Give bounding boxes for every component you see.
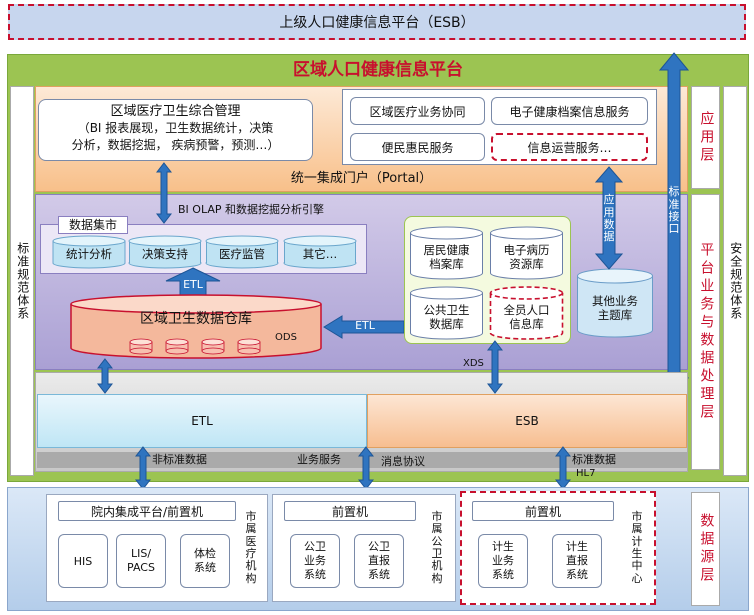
data-warehouse-label: 区域卫生数据仓库 bbox=[140, 311, 252, 327]
app-layer-text: 应用层 bbox=[698, 110, 715, 165]
regional-mgmt-desc-2: 分析，数据挖掘， 疾病预警，预测…） bbox=[71, 138, 280, 152]
mart-other: 其它… bbox=[283, 235, 357, 269]
std-data-label: 标准数据 bbox=[572, 453, 616, 466]
platform-layer-text: 平台业务与数据处理层 bbox=[698, 242, 715, 422]
src-group-family-planning-header: 前置机 bbox=[472, 501, 614, 521]
data-source-layer-label: 数据源层 bbox=[691, 492, 720, 606]
mart-stat-analysis-label: 统计分析 bbox=[66, 246, 112, 261]
src-group-family-planning-side: 市属计生中心 bbox=[631, 510, 643, 585]
mart-decision-support-label: 决策支持 bbox=[142, 246, 188, 261]
service-ehr: 电子健康档案信息服务 bbox=[491, 97, 648, 125]
db-resident-health-label: 居民健康档案库 bbox=[423, 242, 470, 271]
portal-label: 统一集成门户（Portal） bbox=[290, 171, 433, 186]
bi-engine-label: BI OLAP 和数据挖掘分析引擎 bbox=[178, 203, 324, 216]
mgmt-mart-arrow-icon bbox=[156, 162, 172, 224]
app-layer-label: 应用层 bbox=[691, 86, 720, 189]
hl7-label: HL7 bbox=[576, 468, 596, 479]
src-group-public-health-side: 市属公卫机构 bbox=[431, 510, 443, 585]
security-spec-label: 安全规范体系 bbox=[723, 86, 747, 476]
upper-platform-bar: 上级人口健康信息平台（ESB） bbox=[8, 4, 746, 40]
src-public-health-biz: 公卫业务系统 bbox=[290, 534, 340, 588]
mart-other-label: 其它… bbox=[302, 246, 338, 261]
db-resident-health: 居民健康档案库 bbox=[410, 226, 483, 280]
security-spec-text: 安全规范体系 bbox=[728, 242, 743, 320]
mart-medical-supervision: 医疗监管 bbox=[205, 235, 279, 269]
ods-label: ODS bbox=[275, 332, 297, 343]
warehouse-bus-arrow-icon bbox=[97, 358, 113, 394]
standards-spec-label: 标准规范体系 bbox=[10, 86, 34, 476]
service-operation: 信息运营服务… bbox=[491, 133, 648, 161]
data-mart-title: 数据集市 bbox=[58, 216, 128, 234]
bus-bottom-strip bbox=[37, 452, 687, 468]
ods-cylinders-icon bbox=[129, 338, 261, 355]
db-public-health-label: 公共卫生数据库 bbox=[423, 302, 470, 331]
etl-bus: ETL bbox=[37, 394, 367, 448]
etl-up-label: ETL bbox=[183, 278, 203, 291]
std-data-arrow-icon bbox=[555, 446, 571, 490]
src-group-hospital-side: 市属医疗机构 bbox=[245, 510, 257, 585]
msg-protocol-label: 消息协议 bbox=[381, 455, 425, 468]
non-std-data-label: 非标准数据 bbox=[152, 453, 207, 466]
esb-bus: ESB bbox=[367, 394, 687, 448]
service-convenience: 便民惠民服务 bbox=[350, 133, 485, 161]
service-collab: 区域医疗业务协同 bbox=[350, 97, 485, 125]
etl-bus-label: ETL bbox=[191, 414, 213, 428]
std-interface-label: 标准接口 bbox=[668, 185, 680, 236]
regional-mgmt-box: 区域医疗卫生综合管理 （BI 报表展现，卫生数据统计，决策 分析，数据挖掘， 疾… bbox=[38, 99, 313, 161]
data-source-layer-text: 数据源层 bbox=[698, 513, 715, 585]
src-group-public-health-header: 前置机 bbox=[284, 501, 416, 521]
data-warehouse: 区域卫生数据仓库 ODS bbox=[70, 294, 322, 360]
db-other-business-label: 其他业务主题库 bbox=[592, 293, 638, 322]
db-population: 全员人口信息库 bbox=[489, 286, 564, 340]
db-population-label: 全员人口信息库 bbox=[503, 302, 550, 331]
regional-mgmt-title: 区域医疗卫生综合管理 bbox=[110, 104, 241, 119]
src-lis-pacs: LIS/PACS bbox=[116, 534, 166, 588]
src-group-hospital-header: 院内集成平台/前置机 bbox=[58, 501, 236, 521]
src-family-planning-report: 计生直报系统 bbox=[552, 534, 602, 588]
src-family-planning-biz: 计生业务系统 bbox=[478, 534, 528, 588]
etl-left-label: ETL bbox=[355, 319, 375, 332]
regional-platform-title: 区域人口健康信息平台 bbox=[293, 60, 463, 80]
biz-service-arrow-icon bbox=[358, 446, 374, 490]
src-public-health-report: 公卫直报系统 bbox=[354, 534, 404, 588]
db-public-health: 公共卫生数据库 bbox=[410, 286, 483, 340]
regional-mgmt-desc-1: （BI 报表展现，卫生数据统计，决策 bbox=[77, 121, 274, 135]
db-other-business: 其他业务主题库 bbox=[577, 268, 653, 338]
mart-medical-supervision-label: 医疗监管 bbox=[219, 246, 265, 261]
xds-label: XDS bbox=[463, 358, 484, 369]
db-emr: 电子病历资源库 bbox=[490, 226, 563, 280]
upper-platform-title: 上级人口健康信息平台（ESB） bbox=[279, 15, 475, 31]
standards-spec-text: 标准规范体系 bbox=[15, 242, 30, 320]
mart-stat-analysis: 统计分析 bbox=[52, 235, 126, 269]
esb-bus-label: ESB bbox=[515, 414, 539, 428]
mart-decision-support: 决策支持 bbox=[128, 235, 202, 269]
platform-layer-label: 平台业务与数据处理层 bbox=[691, 194, 720, 470]
biz-service-label: 业务服务 bbox=[297, 453, 341, 466]
src-physical-exam: 体检系统 bbox=[180, 534, 230, 588]
app-data-arrow-icon bbox=[595, 166, 623, 270]
app-data-label: 应用数据 bbox=[603, 193, 615, 244]
db-emr-label: 电子病历资源库 bbox=[503, 242, 550, 271]
non-std-arrow-icon bbox=[135, 446, 151, 490]
db-bus-arrow-icon bbox=[487, 340, 503, 394]
src-his: HIS bbox=[58, 534, 108, 588]
